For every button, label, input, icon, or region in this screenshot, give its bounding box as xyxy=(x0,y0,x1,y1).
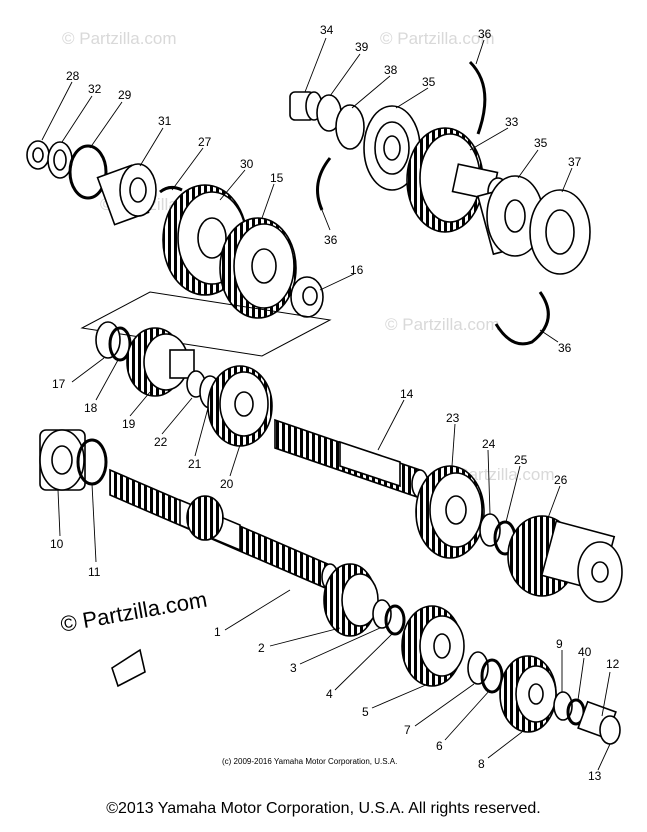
part-36-clip-left xyxy=(316,157,332,211)
callout-5: 5 xyxy=(362,705,369,719)
part-19-gear xyxy=(126,327,195,397)
callout-35-upper: 35 xyxy=(422,75,436,89)
part-2-gear xyxy=(323,563,379,637)
upper-left-shaft-group xyxy=(26,140,332,357)
part-31-bearing xyxy=(96,163,157,226)
callout-29: 29 xyxy=(118,88,132,102)
callout-13: 13 xyxy=(588,769,602,783)
part-14-shaft xyxy=(274,418,429,500)
callout-40: 40 xyxy=(578,645,592,659)
part-34-collar xyxy=(289,91,323,121)
part-15-gear xyxy=(219,217,297,319)
middle-shaft-group xyxy=(95,321,623,603)
callout-9: 9 xyxy=(556,637,563,651)
callout-8: 8 xyxy=(478,757,485,771)
watermark-4: © Partzilla.com xyxy=(385,315,500,334)
watermark-1: © Partzilla.com xyxy=(62,29,177,48)
callout-25: 25 xyxy=(514,453,528,467)
callout-18: 18 xyxy=(84,401,98,415)
callout-10: 10 xyxy=(50,537,64,551)
part-16-bearing xyxy=(290,276,324,318)
callout-15: 15 xyxy=(270,171,284,185)
callout-19: 19 xyxy=(122,417,136,431)
part-10-bearing xyxy=(39,429,86,491)
part-6-circlip xyxy=(480,658,504,694)
part-27-clip xyxy=(159,185,183,194)
callout-35-lower: 35 xyxy=(534,136,548,150)
lower-shaft-group xyxy=(39,429,621,745)
callout-16: 16 xyxy=(350,263,364,277)
callout-11: 11 xyxy=(88,565,101,579)
callout-labels: 28 32 29 31 27 30 15 16 34 39 38 35 36 3… xyxy=(50,23,620,783)
part-20-gear xyxy=(207,365,273,447)
watermark-main: © Partzilla.com xyxy=(59,587,209,637)
callout-24: 24 xyxy=(482,437,496,451)
callout-36-left: 36 xyxy=(324,233,338,247)
callout-37: 37 xyxy=(568,155,582,169)
part-23-gear xyxy=(415,465,485,559)
callout-1: 1 xyxy=(214,625,221,639)
footer-copyright: ©2013 Yamaha Motor Corporation, U.S.A. A… xyxy=(106,800,541,817)
callout-31: 31 xyxy=(158,114,172,128)
callout-23: 23 xyxy=(446,411,460,425)
part-29-circlip xyxy=(68,144,108,200)
callout-33: 33 xyxy=(505,115,519,129)
callout-28: 28 xyxy=(66,69,80,83)
callout-22: 22 xyxy=(154,435,168,449)
small-copyright: (c) 2009-2016 Yamaha Motor Corporation, … xyxy=(222,757,397,766)
part-4-circlip xyxy=(384,604,406,636)
callout-14: 14 xyxy=(400,387,414,401)
part-26-gear xyxy=(507,515,623,603)
callout-4: 4 xyxy=(326,687,333,701)
callout-30: 30 xyxy=(240,157,254,171)
callout-6: 6 xyxy=(436,739,443,753)
callout-21: 21 xyxy=(188,457,202,471)
part-36-clip-upper xyxy=(468,60,487,135)
callout-17: 17 xyxy=(52,377,66,391)
callout-38: 38 xyxy=(384,63,398,77)
leader-lines xyxy=(41,37,611,771)
part-37-seal xyxy=(529,189,591,275)
part-5-gear xyxy=(401,605,465,687)
callout-12: 12 xyxy=(606,657,620,671)
callout-20: 20 xyxy=(220,477,234,491)
exploded-parts-diagram: © Partzilla.com © Partzilla.com © Partzi… xyxy=(26,23,623,783)
callout-36-upper: 36 xyxy=(478,27,492,41)
callout-2: 2 xyxy=(258,641,265,655)
part-35-bearing-upper xyxy=(363,105,421,191)
callout-34: 34 xyxy=(320,23,334,37)
part-18-circlip xyxy=(108,326,132,362)
upper-right-shaft-group xyxy=(289,60,591,346)
part-28-nut xyxy=(26,140,50,170)
callout-27: 27 xyxy=(198,135,212,149)
part-35-bearing-lower xyxy=(476,175,544,257)
callout-32: 32 xyxy=(88,82,102,96)
front-arrow-icon xyxy=(111,648,146,688)
part-8-gear xyxy=(499,655,557,733)
callout-7: 7 xyxy=(404,723,411,737)
callout-36-lower: 36 xyxy=(558,341,572,355)
callout-26: 26 xyxy=(554,473,568,487)
part-12-bearing xyxy=(577,700,621,745)
part-7-washer xyxy=(467,651,489,685)
watermark-2: © Partzilla.com xyxy=(380,29,495,48)
part-38-washer xyxy=(335,104,365,150)
callout-3: 3 xyxy=(290,661,297,675)
callout-39: 39 xyxy=(355,40,369,54)
part-36-clip-lower xyxy=(494,291,550,346)
